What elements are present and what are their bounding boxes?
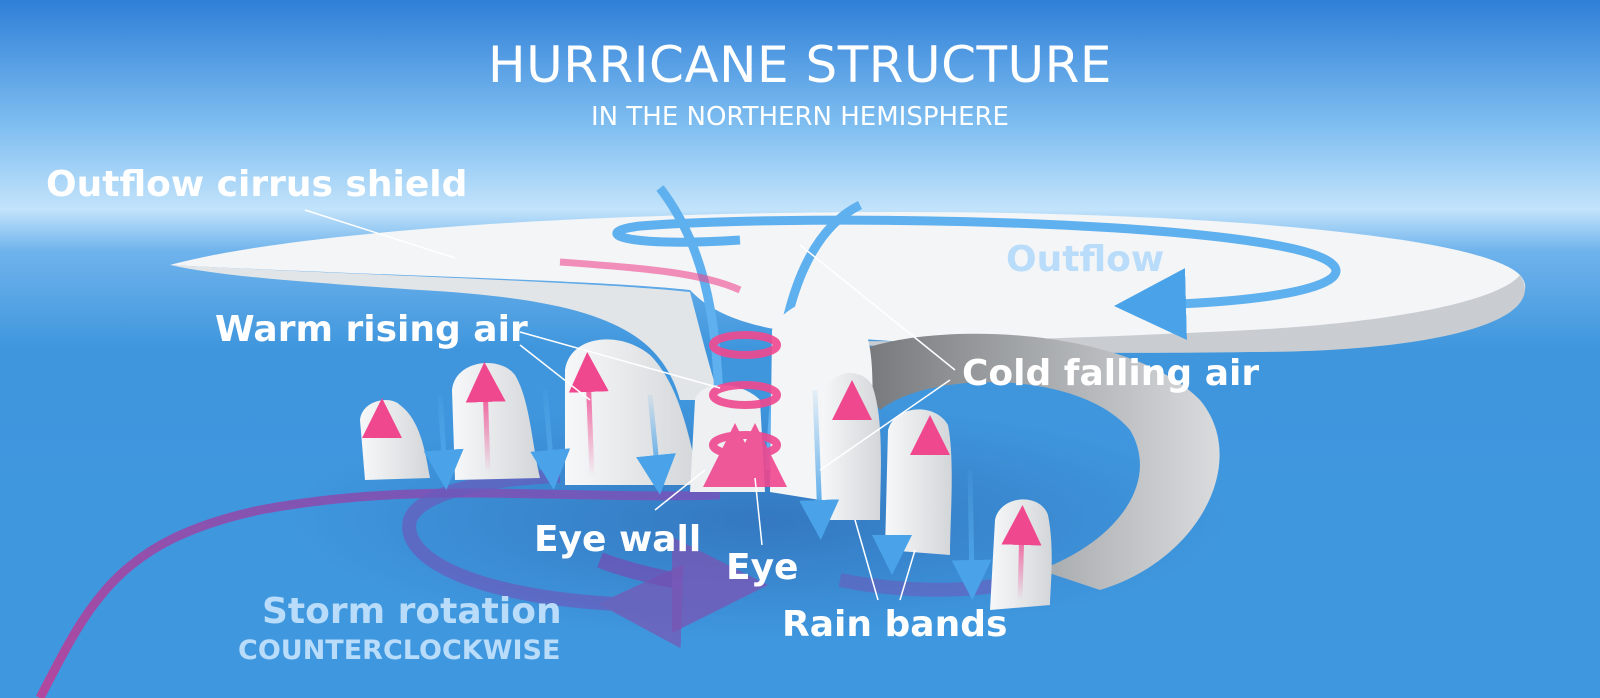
cold-air-arrows	[423, 389, 992, 600]
label-cold-falling-air: Cold falling air	[962, 353, 1260, 394]
diagram-title: HURRICANE STRUCTURE	[488, 36, 1112, 94]
diagram-subtitle: IN THE NORTHERN HEMISPHERE	[591, 102, 1009, 132]
storm-rotation-arrow	[35, 488, 721, 698]
leader-lines	[304, 209, 956, 601]
label-eye: Eye	[726, 547, 799, 588]
cirrus-shield-right-underside	[790, 275, 1525, 353]
cirrus-shield-underside	[170, 265, 720, 400]
label-storm-rotation: Storm rotation	[262, 591, 562, 632]
label-outflow-cirrus-shield: Outflow cirrus shield	[46, 164, 468, 205]
label-warm-rising-air: Warm rising air	[215, 309, 528, 350]
warm-air-arrows	[362, 352, 1042, 601]
rotation-ring-arrow-front	[597, 536, 768, 633]
label-rain-bands: Rain bands	[782, 604, 1008, 645]
eye-warm-spiral	[703, 331, 787, 487]
label-outflow: Outflow	[1006, 239, 1165, 280]
outflow-spiral	[612, 215, 1341, 341]
rain-band-ring	[840, 333, 1220, 590]
outflow-warm-upper	[559, 258, 742, 294]
label-eye-wall: Eye wall	[534, 519, 702, 560]
label-counterclockwise: COUNTERCLOCKWISE	[238, 635, 561, 666]
rotation-ring-arrow	[402, 469, 684, 649]
